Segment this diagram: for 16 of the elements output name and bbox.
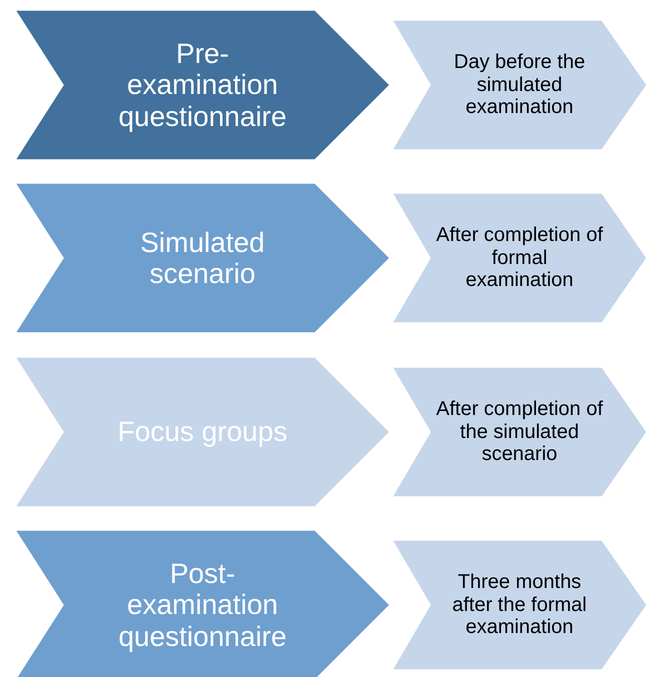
step-label: Post-examination questionnaire <box>117 558 288 652</box>
step-label: Simulated scenario <box>139 226 266 290</box>
step-label: After completion of the simulated scenario <box>436 398 603 466</box>
step-label: Pre-examination questionnaire <box>117 38 288 132</box>
chevron-step <box>392 20 647 150</box>
step-label: Three months after the formal examination <box>451 571 588 639</box>
chevron-step <box>15 530 390 677</box>
chevron-step <box>15 10 390 160</box>
chevron-step <box>392 193 647 323</box>
chevron-step <box>15 357 390 507</box>
chevron-step <box>392 367 647 497</box>
step-label: Focus groups <box>118 416 288 448</box>
chevron-step <box>392 540 647 670</box>
step-label: After completion of formal examination <box>436 224 603 292</box>
step-label: Day before the simulated examination <box>452 51 586 119</box>
chevron-step <box>15 183 390 333</box>
